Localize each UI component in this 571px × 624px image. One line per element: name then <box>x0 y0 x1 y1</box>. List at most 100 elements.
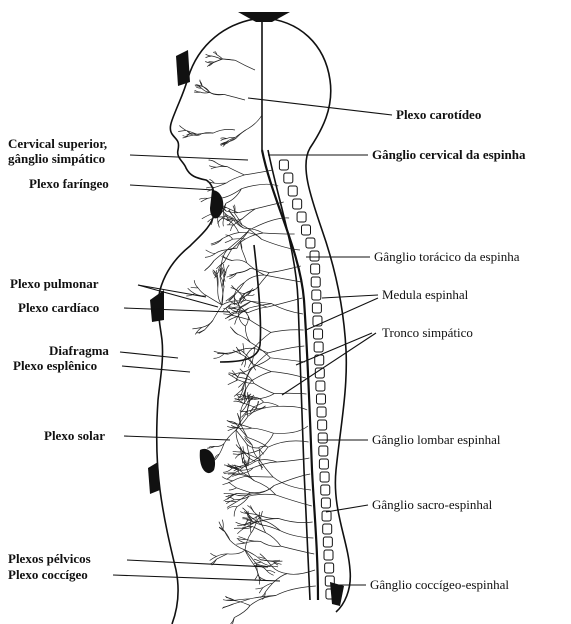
vertebra <box>320 472 329 482</box>
nerve-branch <box>266 570 273 575</box>
nerve-branch <box>236 130 246 139</box>
vertebra <box>302 225 311 235</box>
nerve-branch <box>238 539 246 543</box>
label-plexo-solar: Plexo solar <box>44 428 105 443</box>
nerve-branch <box>188 288 195 293</box>
nerve-branch <box>269 566 278 567</box>
nerve-branch <box>237 525 244 526</box>
nerve-branch <box>263 583 273 588</box>
label-plexo-cardiaco: Plexo cardíaco <box>18 300 99 315</box>
labels-left: Cervical superior, gânglio simpático Ple… <box>8 136 109 582</box>
nerve-branch <box>262 239 300 250</box>
nerve-branch <box>235 317 238 325</box>
nerve-branch <box>242 393 244 401</box>
vertebra <box>319 459 328 469</box>
nerve-branch <box>247 444 259 448</box>
label-plexo-faringeo: Plexo faríngeo <box>29 176 109 191</box>
nerve-branch <box>242 519 248 520</box>
nerve-network <box>178 51 316 624</box>
nerve-branch <box>238 334 250 342</box>
nerve-branch <box>246 115 262 130</box>
nerve-branch <box>227 167 244 175</box>
nerve-branch <box>244 275 264 283</box>
label-plexo-coccigeo: Plexo coccígeo <box>8 567 88 582</box>
label-plexos-pelvicos: Plexos pélvicos <box>8 551 91 566</box>
nerve-branch <box>280 531 313 538</box>
nerve-branch <box>220 138 226 139</box>
nerve-branch <box>236 543 245 544</box>
nerve-branch <box>266 533 281 546</box>
vertebra <box>325 563 334 573</box>
nerve-branch <box>255 394 274 400</box>
nerve-branch <box>259 459 273 477</box>
vertebra <box>319 446 328 456</box>
coccyx-marker <box>330 582 344 606</box>
nerve-branch <box>237 493 252 494</box>
nerve-branch <box>194 280 198 288</box>
nerve-branch <box>197 133 213 134</box>
sympathetic-trunk <box>268 150 310 600</box>
nerve-branch <box>231 225 234 231</box>
vertebra <box>322 511 331 521</box>
nerve-branch <box>229 488 237 490</box>
nerve-branch <box>207 296 222 305</box>
nerve-branch <box>234 606 250 618</box>
vertebra <box>318 433 327 443</box>
nerve-branch <box>234 507 237 517</box>
nerve-branch <box>230 540 245 550</box>
nerve-branch <box>216 262 224 269</box>
nerve-branch <box>245 326 250 342</box>
nerve-branch <box>206 250 216 254</box>
nerve-branch <box>206 54 212 56</box>
nerve-branch <box>250 477 274 478</box>
vertebra <box>314 342 323 352</box>
nerve-branch <box>232 260 247 263</box>
vertebra <box>316 394 325 404</box>
nerve-branch <box>254 383 274 393</box>
nerve-branch <box>250 268 269 272</box>
nerve-branch <box>276 495 312 506</box>
nerve-branch <box>217 554 228 557</box>
nerve-branch <box>229 482 237 488</box>
nerve-branch <box>254 402 264 406</box>
vertebra <box>288 186 297 196</box>
vertebra <box>323 524 332 534</box>
nerve-branch <box>206 261 215 270</box>
nerve-branch <box>221 59 235 60</box>
label-ganglio-lombar: Gânglio lombar espinhal <box>372 432 501 447</box>
nerve-branch <box>287 570 315 574</box>
nerve-branch <box>198 288 207 296</box>
nerve-branch <box>218 276 219 287</box>
nerve-branch <box>224 493 235 494</box>
nerve-branch <box>273 574 288 584</box>
leader-lines <box>113 98 392 585</box>
label-diafragma: Diafragma <box>49 343 109 358</box>
eye-marker <box>176 50 190 86</box>
vertebra <box>297 212 306 222</box>
nerve-branch <box>212 59 221 63</box>
nerve-branch <box>263 233 294 234</box>
nerve-branch <box>216 162 228 166</box>
nerve-branch <box>252 428 274 433</box>
nerve-branch <box>210 553 216 556</box>
label-plexo-carotideo: Plexo carotídeo <box>396 107 481 122</box>
nerve-branch <box>262 525 280 531</box>
nerve-branch <box>225 239 233 242</box>
nerve-branch <box>255 575 258 580</box>
nerve-branch <box>267 298 302 307</box>
vertebra <box>314 329 323 339</box>
vertebra <box>306 238 315 248</box>
nerve-branch <box>274 561 283 562</box>
nerve-branch <box>249 494 276 496</box>
labels-right: Plexo carotídeo Gânglio cervical da espi… <box>370 107 526 592</box>
nerve-branch <box>233 239 246 240</box>
vertebra <box>311 277 320 287</box>
nerve-branch <box>227 550 245 554</box>
label-plexo-esplenico: Plexo esplênico <box>13 358 97 373</box>
vertebra <box>316 381 325 391</box>
nerve-branch <box>224 94 245 100</box>
label-ganglio-simpatico: gânglio simpático <box>8 151 105 166</box>
nerve-branch <box>246 541 261 543</box>
nerve-branch <box>248 514 260 516</box>
